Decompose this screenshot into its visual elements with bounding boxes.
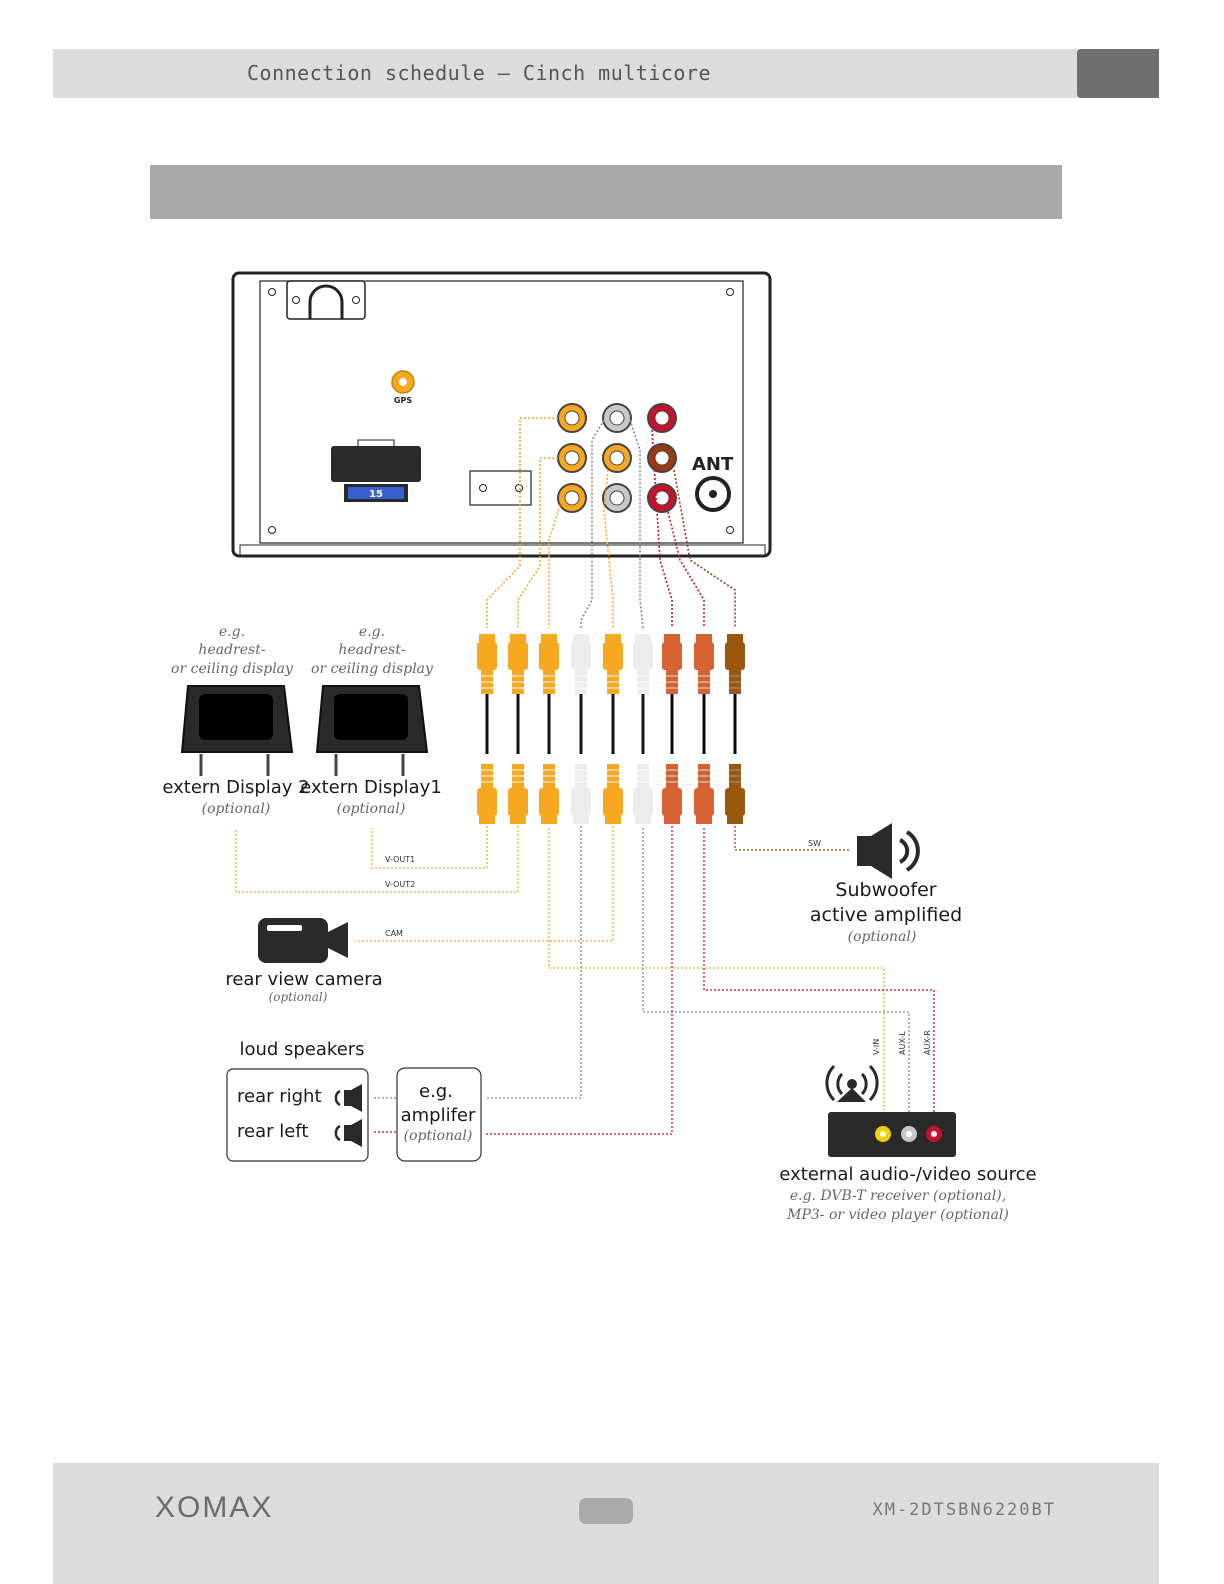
subwoofer: Subwoofer active amplified (optional) xyxy=(810,823,962,945)
camera-optional: (optional) xyxy=(269,990,328,1004)
model-number: XM-2DTSBN6220BT xyxy=(872,1500,1056,1520)
display1-eg: e.g. xyxy=(359,624,385,640)
jack-leads xyxy=(486,417,736,629)
camera-name: rear view camera xyxy=(225,969,382,990)
amplifier-optional: (optional) xyxy=(404,1128,473,1144)
display2-optional: (optional) xyxy=(202,801,271,817)
speaker-right-icon xyxy=(334,1084,362,1112)
speaker-icon xyxy=(857,823,920,879)
loud-speakers: loud speakers rear right rear left xyxy=(226,1039,369,1162)
display1-type1: headrest- xyxy=(338,642,405,658)
vout2-label: V-OUT2 xyxy=(385,880,415,889)
speaker-rear-left: rear left xyxy=(237,1121,308,1142)
cinch-cables xyxy=(476,633,746,825)
extern-display-1: e.g. headrest- or ceiling display extern… xyxy=(300,624,442,817)
vout1-label: V-OUT1 xyxy=(385,855,415,864)
ant-label: ANT xyxy=(692,454,734,475)
display2-eg: e.g. xyxy=(219,624,245,640)
antenna-icon xyxy=(825,1064,879,1102)
extern-display-2: e.g. headrest- or ceiling display extern… xyxy=(162,624,309,817)
auxl-label: AUX-L xyxy=(898,1031,907,1055)
page-title: Connection schedule – Cinch multicore xyxy=(247,61,712,85)
subwoofer-optional: (optional) xyxy=(848,929,917,945)
header-tab xyxy=(1077,49,1159,98)
amplifier-eg: e.g. xyxy=(419,1081,453,1102)
display2-name: extern Display 2 xyxy=(162,777,309,798)
camera-icon xyxy=(258,918,348,963)
source-line2: MP3- or video player (optional) xyxy=(786,1207,1009,1223)
gps-label: GPS xyxy=(394,396,412,405)
section-bar xyxy=(150,165,1062,219)
page-footer: XOMAX XM-2DTSBN6220BT xyxy=(53,1463,1159,1584)
external-av-source: external audio-/video source e.g. DVB-T … xyxy=(779,1064,1037,1223)
xomax-logo: XOMAX xyxy=(155,1491,274,1524)
cam-label: CAM xyxy=(385,929,403,938)
connection-lines xyxy=(235,826,935,1135)
subwoofer-line1: Subwoofer xyxy=(835,879,936,901)
source-line1: e.g. DVB-T receiver (optional), xyxy=(790,1188,1006,1204)
fuse-label: 15 xyxy=(369,489,383,500)
rca-jacks xyxy=(557,403,677,513)
speaker-rear-right: rear right xyxy=(237,1086,322,1107)
fuse xyxy=(348,487,404,499)
page-number-badge xyxy=(579,1498,633,1524)
vin-label: V-IN xyxy=(872,1039,881,1055)
display1-name: extern Display1 xyxy=(300,777,442,798)
head-unit-rear: GPS 15 ANT xyxy=(231,271,772,558)
amplifier-name: amplifer xyxy=(401,1105,476,1126)
page-header: Connection schedule – Cinch multicore xyxy=(53,49,1159,98)
display2-type1: headrest- xyxy=(198,642,265,658)
display1-type2: or ceiling display xyxy=(311,661,434,677)
subwoofer-line2: active amplified xyxy=(810,904,962,926)
amplifier: e.g. amplifer (optional) xyxy=(396,1067,482,1162)
display2-type2: or ceiling display xyxy=(171,661,294,677)
source-name: external audio-/video source xyxy=(779,1164,1036,1185)
speaker-left-icon xyxy=(334,1119,362,1147)
display1-optional: (optional) xyxy=(337,801,406,817)
sw-label: SW xyxy=(808,839,821,848)
iso-connector xyxy=(331,446,421,482)
rear-view-camera: rear view camera (optional) xyxy=(225,918,383,1004)
speakers-title: loud speakers xyxy=(239,1039,364,1060)
auxr-label: AUX-R xyxy=(923,1030,932,1055)
